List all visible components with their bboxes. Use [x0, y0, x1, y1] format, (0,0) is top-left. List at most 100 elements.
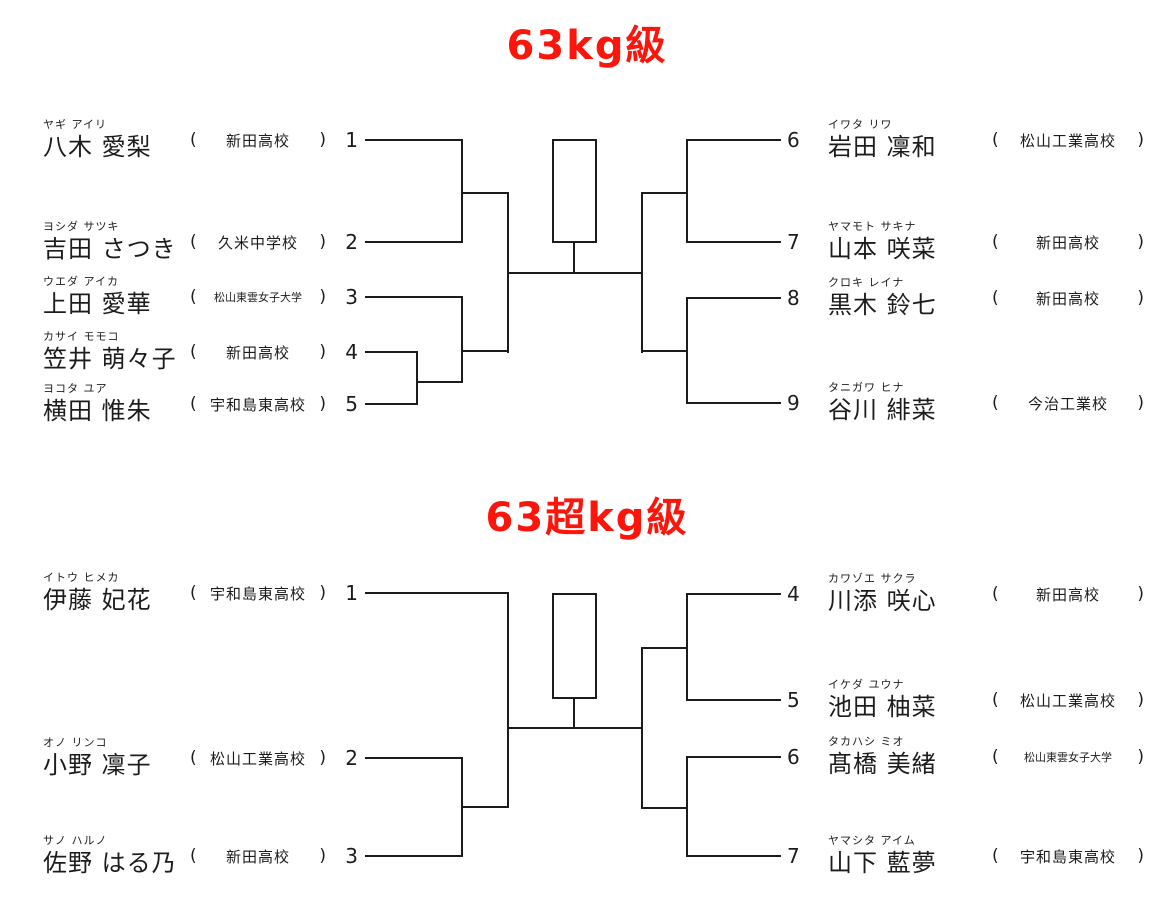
- player-entry: クロキ レイナ 黒木 鈴七: [828, 276, 937, 320]
- bracket-line: [686, 756, 781, 758]
- bracket-line: [686, 402, 781, 404]
- paren-close-icon: ): [319, 232, 326, 252]
- school-label: ( 今治工業校 ): [992, 392, 1144, 414]
- player-kana: ヤマシタ アイム: [828, 834, 916, 847]
- player-name: 川添 咲心: [828, 587, 937, 615]
- paren-open-icon: (: [190, 748, 197, 768]
- bracket-line: [461, 296, 463, 383]
- bracket-line: [642, 647, 688, 649]
- bracket-line: [365, 139, 461, 141]
- weight-class-title-over63kg: 63超kg級: [485, 495, 689, 541]
- school-label: ( 新田高校 ): [190, 129, 326, 151]
- paren-close-icon: ): [319, 287, 326, 307]
- player-entry: イワタ リワ 岩田 凜和: [828, 118, 937, 162]
- player-name: 岩田 凜和: [828, 133, 937, 161]
- player-name: 伊藤 妃花: [43, 586, 152, 614]
- player-kana: クロキ レイナ: [828, 276, 905, 289]
- school-label: ( 新田高校 ): [190, 341, 326, 363]
- school-name: 松山工業高校: [209, 749, 306, 768]
- school-name: 新田高校: [225, 847, 290, 866]
- school-label: ( 松山東雲女子大学 ): [190, 286, 326, 308]
- bracket-line: [365, 855, 461, 857]
- bracket-line: [461, 192, 507, 194]
- player-entry: ヤマシタ アイム 山下 藍夢: [828, 834, 937, 878]
- paren-open-icon: (: [190, 583, 197, 603]
- school-label: ( 松山工業高校 ): [190, 747, 326, 769]
- seed-number: 7: [787, 844, 800, 868]
- player-name: 黒木 鈴七: [828, 291, 937, 319]
- seed-number: 5: [345, 392, 358, 416]
- paren-open-icon: (: [190, 232, 197, 252]
- bracket-line: [365, 296, 461, 298]
- bracket-line: [641, 192, 643, 353]
- player-entry: カワゾエ サクラ 川添 咲心: [828, 572, 937, 616]
- school-name: 松山東雲女子大学: [1024, 751, 1112, 764]
- paren-open-icon: (: [992, 393, 999, 413]
- paren-open-icon: (: [992, 846, 999, 866]
- player-kana: ヨシダ サツキ: [43, 220, 120, 233]
- player-kana: タニガワ ヒナ: [828, 381, 905, 394]
- school-name: 新田高校: [225, 131, 290, 150]
- school-name: 宇和島東高校: [209, 395, 306, 414]
- player-entry: イトウ ヒメカ 伊藤 妃花: [43, 571, 152, 615]
- player-kana: イワタ リワ: [828, 118, 893, 131]
- player-name: 小野 凜子: [43, 751, 152, 779]
- player-entry: オノ リンコ 小野 凜子: [43, 736, 152, 780]
- seed-number: 4: [345, 340, 358, 364]
- paren-open-icon: (: [190, 287, 197, 307]
- bracket-line: [686, 297, 781, 299]
- seed-number: 2: [345, 746, 358, 770]
- weight-class-title-63kg: 63kg級: [506, 23, 668, 69]
- school-name: 新田高校: [1035, 585, 1100, 604]
- school-label: ( 新田高校 ): [190, 845, 326, 867]
- player-name: 横田 惟朱: [43, 397, 152, 425]
- player-kana: オノ リンコ: [43, 736, 108, 749]
- player-kana: ヨコタ ユア: [43, 382, 108, 395]
- bracket-line: [641, 647, 643, 809]
- winner-box: [552, 593, 597, 699]
- seed-number: 6: [787, 128, 800, 152]
- paren-open-icon: (: [992, 584, 999, 604]
- paren-open-icon: (: [992, 288, 999, 308]
- player-entry: ヤギ アイリ 八木 愛梨: [43, 118, 152, 162]
- school-label: ( 松山東雲女子大学 ): [992, 746, 1144, 768]
- player-kana: ウエダ アイカ: [43, 275, 119, 288]
- player-entry: ヨシダ サツキ 吉田 さつき: [43, 220, 177, 264]
- seed-number: 7: [787, 230, 800, 254]
- paren-close-icon: ): [319, 748, 326, 768]
- paren-close-icon: ): [319, 394, 326, 414]
- bracket-line: [461, 350, 507, 352]
- bracket-line: [365, 592, 509, 594]
- bracket-line: [686, 139, 688, 243]
- paren-close-icon: ): [1137, 232, 1144, 252]
- seed-number: 3: [345, 844, 358, 868]
- bracket-line: [461, 139, 463, 243]
- player-kana: イケダ ユウナ: [828, 678, 905, 691]
- player-name: 髙橋 美緒: [828, 750, 937, 778]
- school-label: ( 松山工業高校 ): [992, 689, 1144, 711]
- player-entry: サノ ハルノ 佐野 はる乃: [43, 834, 177, 878]
- bracket-line: [365, 351, 416, 353]
- school-name: 久米中学校: [217, 233, 298, 252]
- paren-close-icon: ): [1137, 747, 1144, 767]
- player-entry: イケダ ユウナ 池田 柚菜: [828, 678, 937, 722]
- player-entry: タニガワ ヒナ 谷川 緋菜: [828, 381, 937, 425]
- player-kana: サノ ハルノ: [43, 834, 108, 847]
- player-entry: ウエダ アイカ 上田 愛華: [43, 275, 152, 319]
- player-name: 山本 咲菜: [828, 235, 937, 263]
- player-entry: ヨコタ ユア 横田 惟朱: [43, 382, 152, 426]
- school-name: 松山工業高校: [1019, 691, 1116, 710]
- school-name: 新田高校: [1035, 233, 1100, 252]
- paren-open-icon: (: [992, 130, 999, 150]
- paren-close-icon: ): [1137, 288, 1144, 308]
- paren-close-icon: ): [319, 846, 326, 866]
- school-label: ( 久米中学校 ): [190, 231, 326, 253]
- bracket-line: [365, 757, 461, 759]
- player-kana: ヤマモト サキナ: [828, 220, 917, 233]
- bracket-line: [416, 381, 461, 383]
- seed-number: 6: [787, 745, 800, 769]
- seed-number: 3: [345, 285, 358, 309]
- player-kana: カワゾエ サクラ: [828, 572, 917, 585]
- bracket-line: [461, 806, 507, 808]
